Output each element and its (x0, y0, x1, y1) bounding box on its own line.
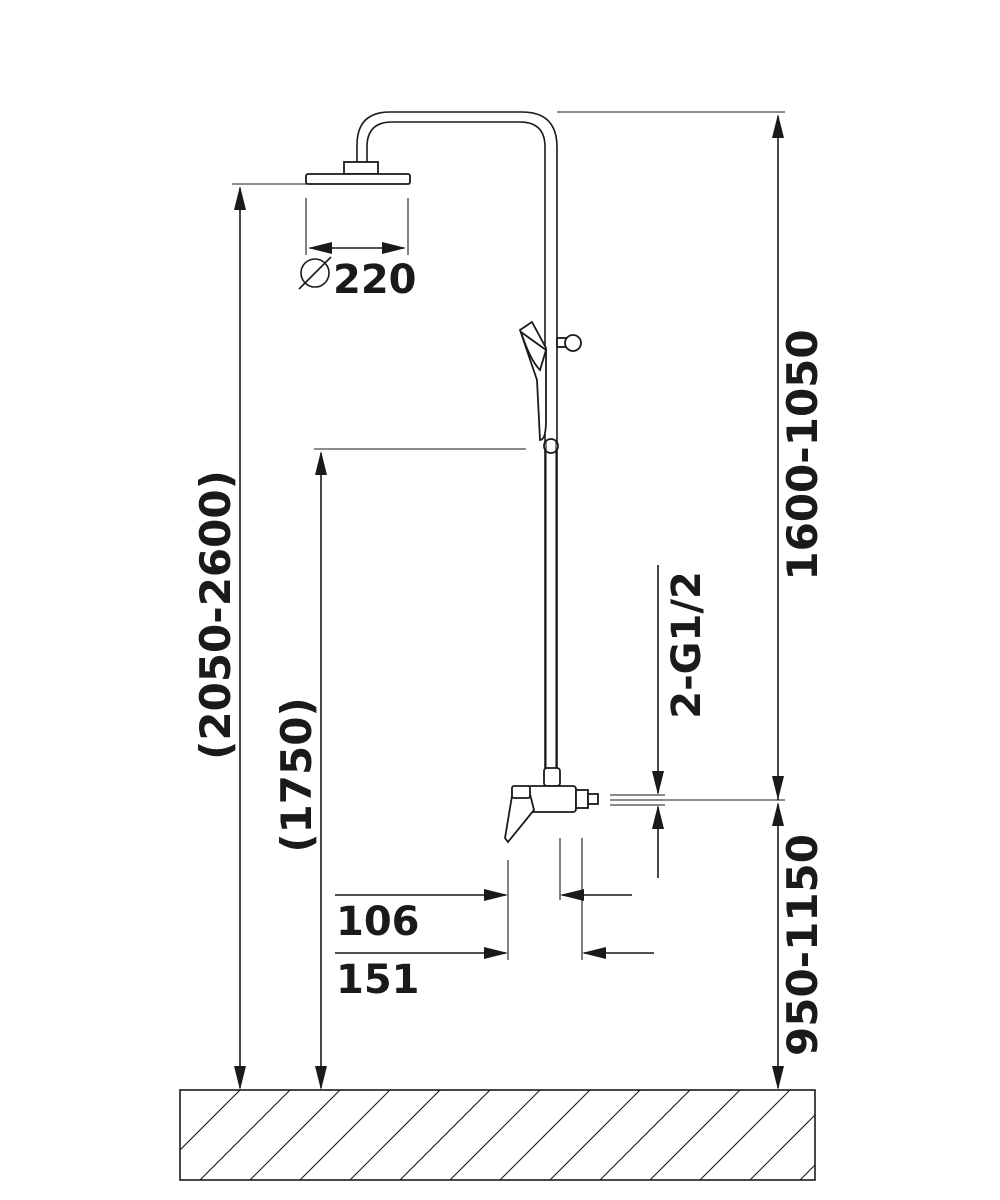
projection-a-label: 106 (336, 899, 420, 945)
projection-dimensions (335, 838, 654, 960)
handshower-height-dimension (314, 448, 526, 1090)
inlet-dimension (610, 565, 665, 878)
shower-hose (545, 440, 557, 775)
column-height-label: 1600-1050 (778, 329, 827, 580)
total-height-dimension (232, 183, 306, 1090)
mixer-valve (504, 767, 599, 844)
mixer-height-dimension (610, 799, 785, 1090)
inlet-label: 2-G1/2 (664, 571, 710, 719)
slide-bar-holder (556, 334, 582, 352)
handshower-height-label: (1750) (272, 697, 321, 852)
mixer-height-label: 950-1150 (778, 834, 827, 1056)
hand-shower (518, 320, 559, 454)
total-height-label: (2050-2600) (191, 470, 240, 760)
head-diameter-dimension (298, 198, 409, 290)
floor-hatch (179, 1089, 816, 1181)
shower-head (305, 173, 411, 185)
projection-b-label: 151 (336, 957, 420, 1003)
shower-pipe (343, 111, 558, 775)
head-diameter-label: 220 (333, 257, 417, 303)
column-height-dimension (557, 111, 785, 800)
